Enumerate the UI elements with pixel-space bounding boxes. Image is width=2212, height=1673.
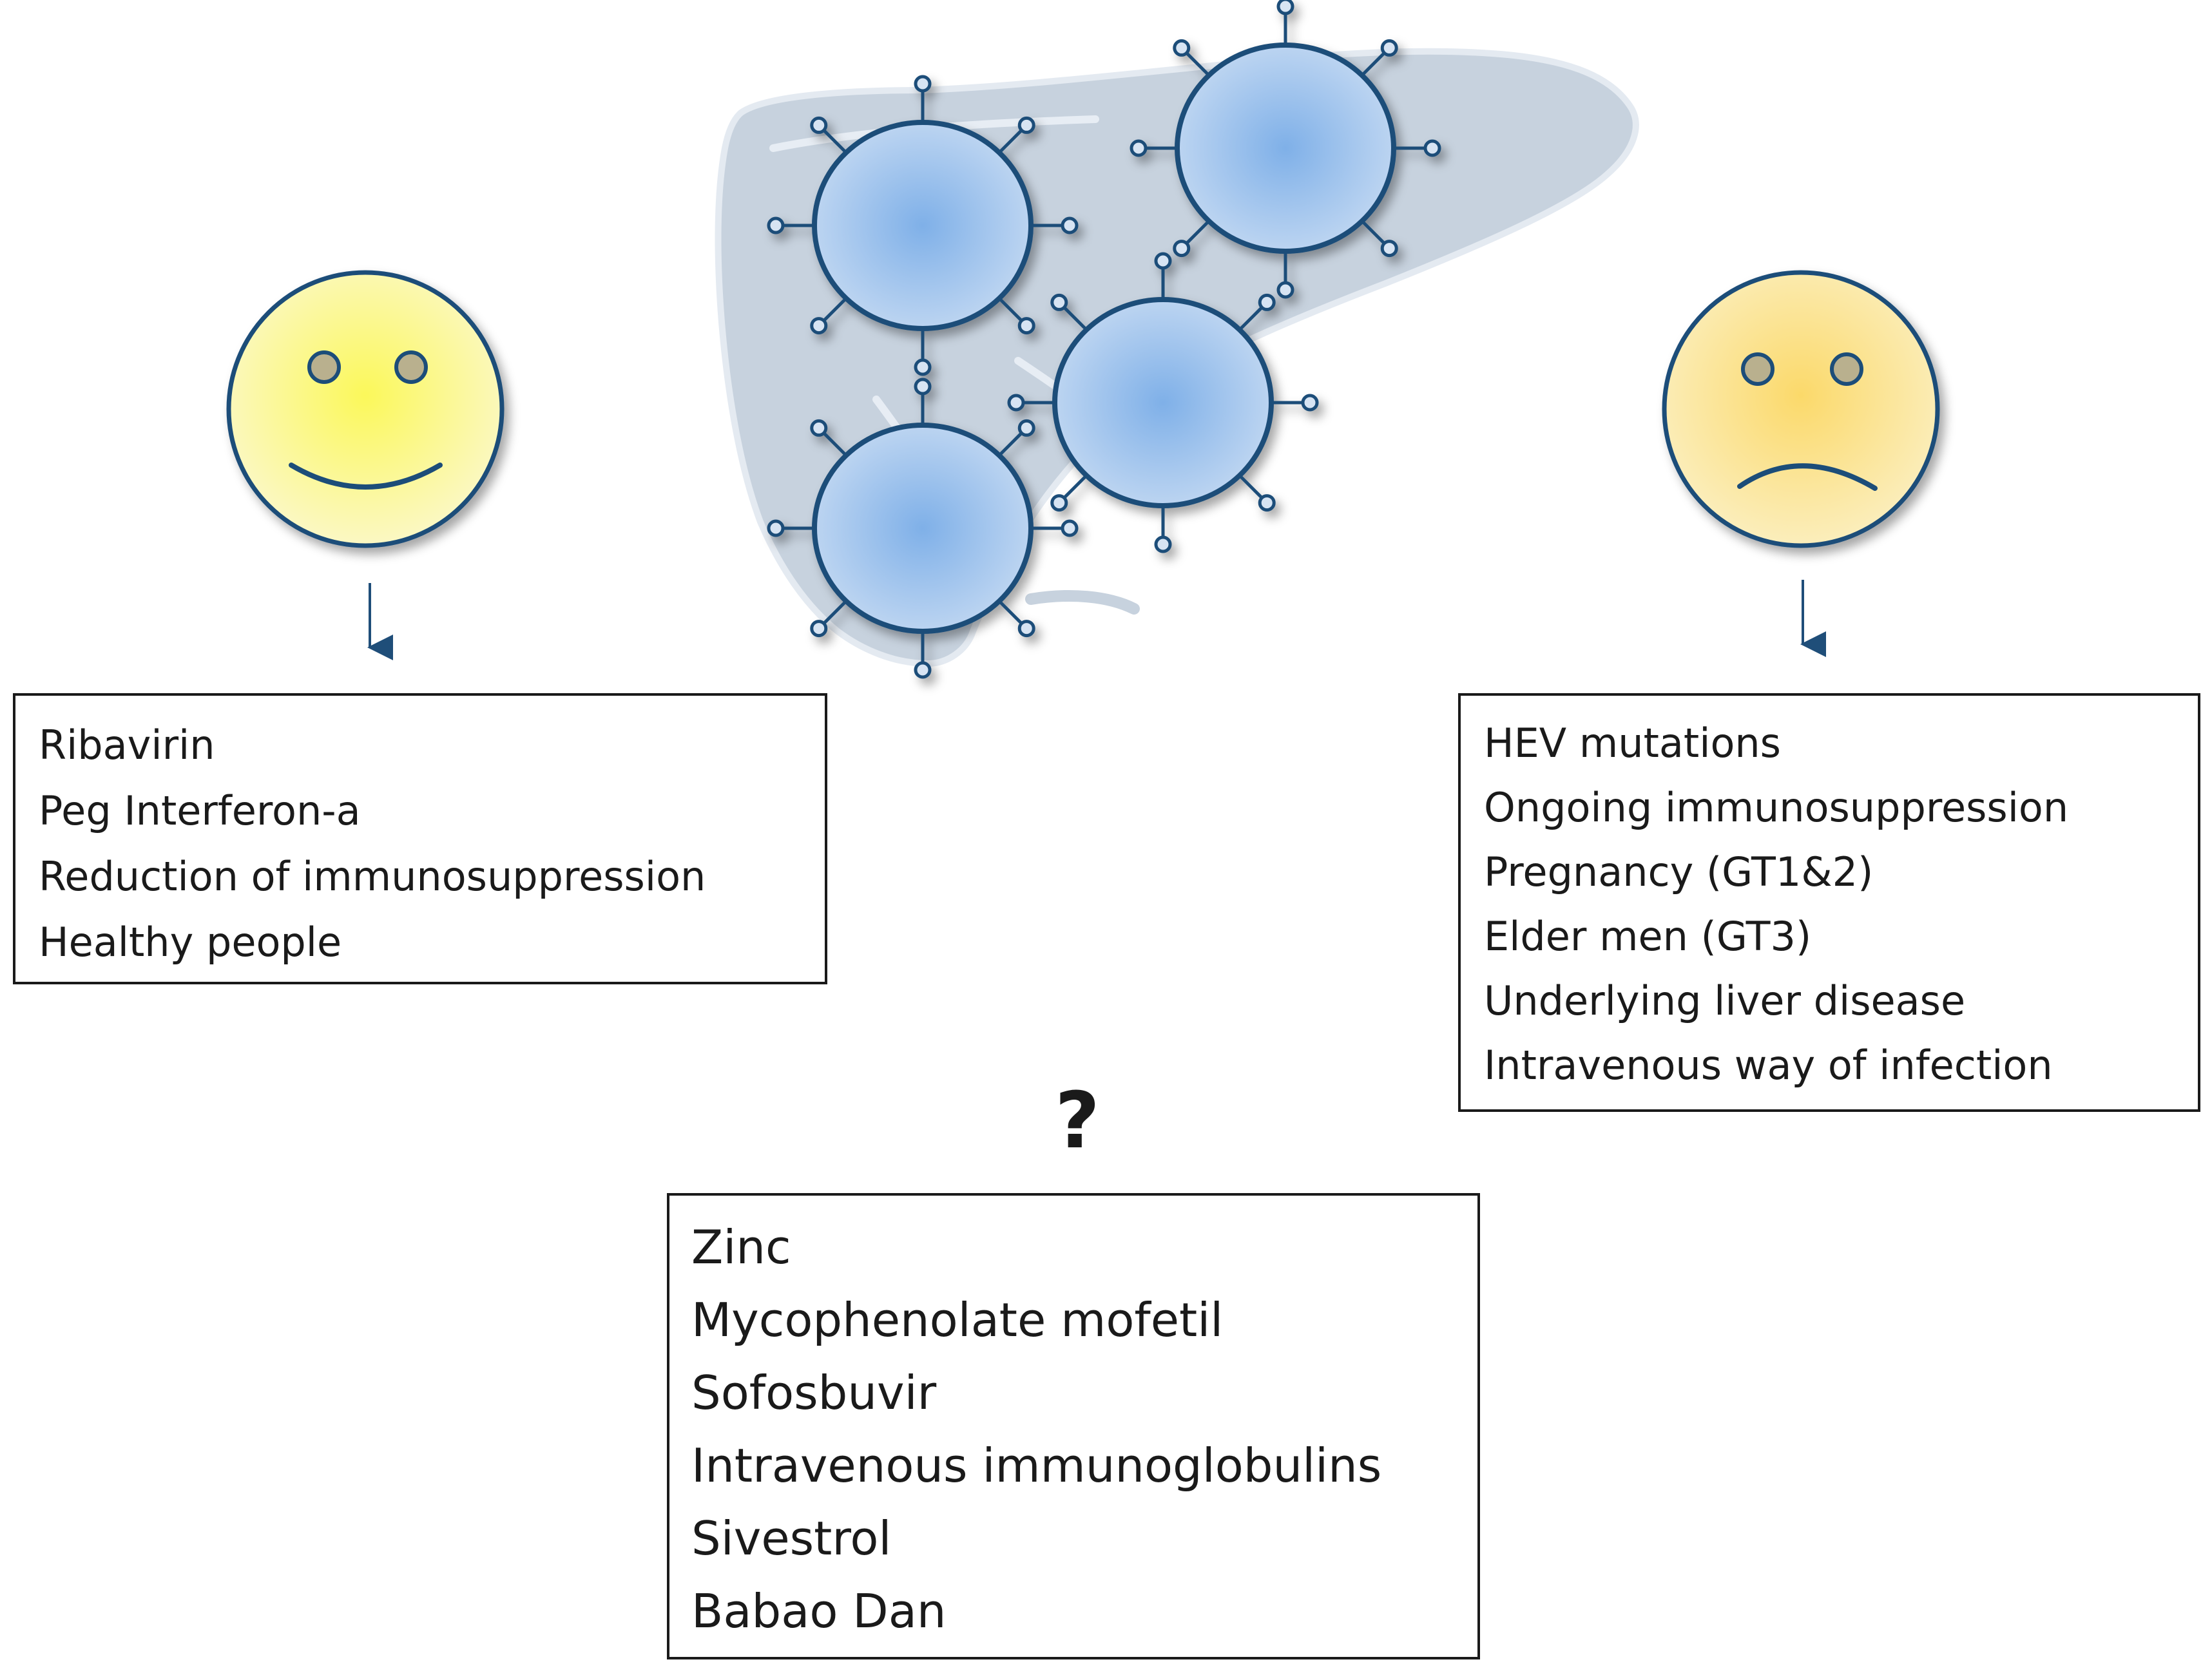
virus-particles <box>767 0 1441 679</box>
experimental-treatments-box: Zinc Mycophenolate mofetil Sofosbuvir In… <box>667 1193 1480 1659</box>
list-item: Intravenous way of infection <box>1484 1042 2053 1089</box>
list-item: Intravenous immunoglobulins <box>691 1439 1382 1493</box>
smiley-face-icon <box>226 270 505 548</box>
list-item: Pregnancy (GT1&2) <box>1484 848 1874 895</box>
virus-particle-icon <box>767 75 1079 376</box>
list-item: Sivestrol <box>691 1511 892 1565</box>
sad-face-icon <box>1662 270 1940 548</box>
list-item: Babao Dan <box>691 1584 947 1638</box>
virus-particle-icon <box>1130 0 1441 299</box>
treatment-box: Ribavirin Peg Interferon-a Reduction of … <box>13 693 827 984</box>
list-item: Peg Interferon-a <box>39 787 361 834</box>
list-item: Healthy people <box>39 919 342 966</box>
list-item: Zinc <box>691 1220 791 1274</box>
virus-particle-icon <box>1007 252 1319 553</box>
list-item: Underlying liver disease <box>1484 977 1966 1024</box>
list-item: Sofosbuvir <box>691 1366 937 1420</box>
list-item: Ongoing immunosuppression <box>1484 784 2069 831</box>
virus-particle-icon <box>767 378 1079 679</box>
risk-factors-box: HEV mutations Ongoing immunosuppression … <box>1458 693 2200 1112</box>
list-item: Ribavirin <box>39 722 215 769</box>
question-mark: ? <box>1055 1076 1100 1166</box>
list-item: HEV mutations <box>1484 720 1781 767</box>
list-item: Elder men (GT3) <box>1484 913 1812 960</box>
list-item: Mycophenolate mofetil <box>691 1293 1224 1347</box>
list-item: Reduction of immunosuppression <box>39 853 706 900</box>
